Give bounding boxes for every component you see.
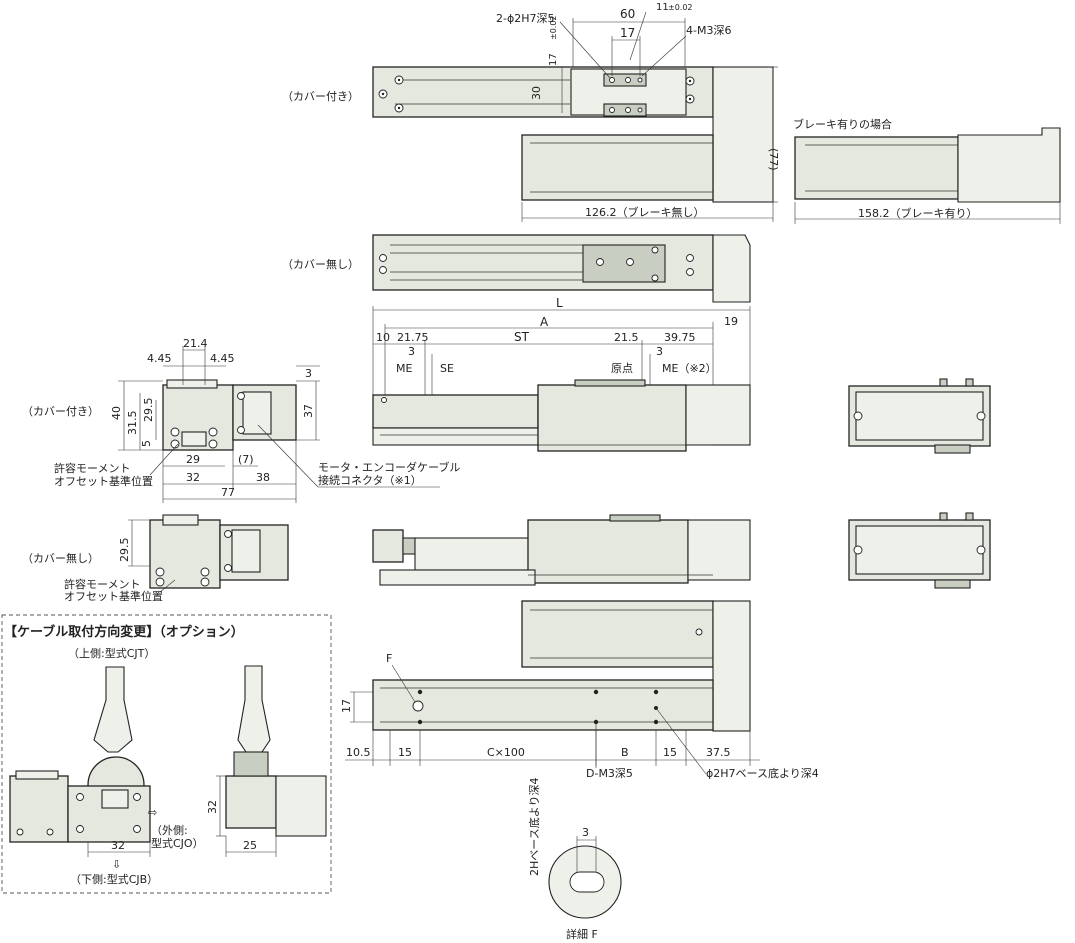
dim-10: 10 (376, 331, 390, 344)
dim-4-45a: 4.45 (147, 352, 172, 365)
dim-21-4: 21.4 (183, 337, 208, 350)
moment-ref-2: オフセット基準位置 (54, 474, 153, 488)
dim-10-5: 10.5 (346, 746, 371, 759)
cable-outer-label: （外側: (151, 824, 188, 837)
pin-hole-label: ϕ2H7ベース底より深4 (706, 766, 819, 780)
dim-C100: C×100 (487, 746, 525, 759)
dim-11-tol: ±0.02 (668, 3, 693, 12)
cable-option-box: 【ケーブル取付方向変更】（オプション） （上側:型式CJT） 32 ⇨ （外側:… (1, 614, 332, 894)
dim-7: (7) (238, 453, 254, 466)
dim-3b: 3 (656, 345, 663, 358)
arrow-right: ⇨ (148, 806, 157, 819)
dim-11: 11 (656, 2, 669, 13)
connector-label: 接続コネクタ（※1） (318, 473, 422, 487)
dim-77b: 77 (221, 486, 235, 499)
dim-29-5: 29.5 (142, 398, 155, 423)
dim-40: 40 (110, 406, 123, 420)
dim-29: 29 (186, 453, 200, 466)
dim-32: 32 (186, 471, 200, 484)
end-view-right-bottom (848, 512, 991, 589)
dim-32-side: 32 (206, 800, 219, 814)
detail-f-label: 詳細 F (566, 927, 598, 941)
top-view-without-cover: （カバー無し） (282, 234, 751, 303)
brake-case-label: ブレーキ有りの場合 (793, 117, 892, 131)
end-view-right-top (848, 378, 991, 454)
dim-A: A (540, 315, 549, 329)
dim-126: 126.2（ブレーキ無し） (585, 205, 705, 219)
moment-ref-4: オフセット基準位置 (64, 589, 163, 603)
dim-31-5: 31.5 (126, 411, 139, 436)
side-view: L A 19 10 21.75 ST 21.5 39.75 3 3 ME SE … (372, 296, 751, 452)
dim-30: 30 (530, 86, 543, 100)
detail-f: 3 2Hベース底より深4 詳細 F (527, 778, 622, 941)
f-mark: F (386, 652, 392, 665)
m3-top: 4-M3深6 (686, 24, 731, 37)
bottom-view: F 17 10.5 15 C×100 B 15 37.5 D-M3深5 ϕ2H7… (340, 600, 819, 780)
motor-cable-label: モータ・エンコーダケーブル (318, 460, 460, 474)
dim-4-45b: 4.45 (210, 352, 235, 365)
dim-ST: ST (514, 330, 530, 344)
cable-option-title: 【ケーブル取付方向変更】（オプション） (4, 624, 244, 640)
label-with-cover-1: （カバー付き） (282, 90, 359, 103)
dim-15b: 15 (663, 746, 677, 759)
dim-3c: 3 (305, 367, 312, 380)
moment-ref-3: 許容モーメント (64, 577, 141, 591)
dim-37: 37 (302, 404, 315, 418)
top-view-with-cover: （カバー付き） 60 17 11 ±0.02 30 17 ±0. (282, 2, 780, 222)
dim-25: 25 (243, 839, 257, 852)
side-view-without-cover (372, 514, 751, 586)
dim-5: 5 (140, 440, 153, 447)
label-without-cover-2: （カバー無し） (22, 551, 99, 565)
cable-outer-label-2: 型式CJO） (151, 836, 204, 850)
label-without-cover-1: （カバー無し） (282, 257, 359, 271)
dim-17b: 17 (340, 699, 353, 713)
moment-ref-1: 許容モーメント (54, 461, 131, 475)
brake-variant: ブレーキ有りの場合 158.2（ブレーキ有り） (793, 117, 1061, 224)
dim-17-top: 17 (620, 26, 635, 40)
detail-side-label: 2Hベース底より深4 (527, 778, 541, 877)
pin-top: 2-ϕ2H7深5 (496, 12, 555, 25)
me-note-label: ME（※2） (662, 362, 717, 375)
dim-60: 60 (620, 7, 635, 21)
end-view-with-cover: （カバー付き） 21.4 4.45 4.45 40 31.5 29.5 5 37 (22, 337, 460, 503)
dim-B: B (621, 746, 629, 759)
me-label: ME (396, 362, 412, 375)
dm3-label: D-M3深5 (586, 767, 633, 780)
dim-3a: 3 (408, 345, 415, 358)
dim-21-75: 21.75 (397, 331, 429, 344)
dim-29-5b: 29.5 (118, 538, 131, 563)
dim-19: 19 (724, 315, 738, 328)
dim-15a: 15 (398, 746, 412, 759)
label-with-cover-2: （カバー付き） (22, 405, 99, 418)
dim-38: 38 (256, 471, 270, 484)
dim-17v-tol: ±0.02 (549, 15, 558, 40)
cable-top-label: （上側:型式CJT） (68, 646, 155, 660)
dim-39-75: 39.75 (664, 331, 696, 344)
dim-21-5: 21.5 (614, 331, 639, 344)
arrow-down: ⇩ (112, 858, 121, 871)
dim-3-detail: 3 (582, 826, 589, 839)
dim-17v: 17 (548, 53, 559, 66)
origin-label: 原点 (611, 362, 633, 375)
dim-37-5: 37.5 (706, 746, 731, 759)
dim-77: (77) (767, 148, 780, 171)
dim-L: L (556, 296, 563, 310)
dim-158: 158.2（ブレーキ有り） (858, 206, 978, 220)
cable-bottom-label: （下側:型式CJB） (70, 872, 158, 886)
dim-32-cable: 32 (111, 839, 125, 852)
se-label: SE (440, 362, 454, 375)
end-view-without-cover: （カバー無し） 29.5 許容モーメント オフセット基準位置 (22, 514, 289, 603)
